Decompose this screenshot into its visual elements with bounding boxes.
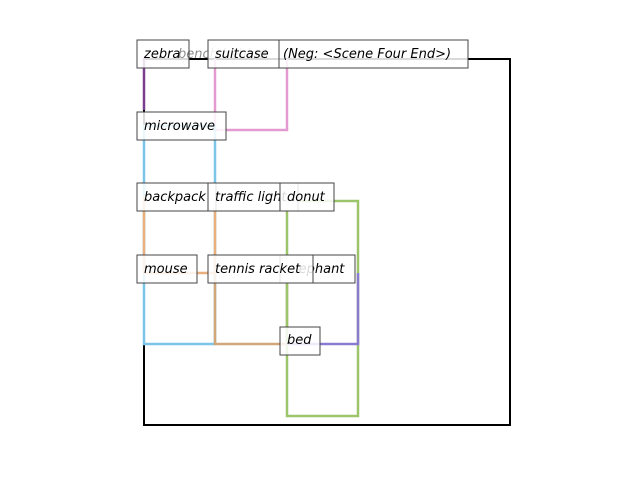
svg-text:traffic light: traffic light — [215, 190, 287, 205]
svg-text:microwave: microwave — [144, 119, 215, 134]
label-donut: donut — [279, 182, 335, 212]
label-tennis-racket: tennis racket — [207, 254, 314, 284]
label-backpack: backpack — [136, 182, 217, 212]
label-suitcase: suitcase — [207, 39, 280, 69]
label-zebra: zebra — [136, 39, 190, 69]
path-pink — [213, 59, 289, 132]
label-mouse: mouse — [136, 254, 198, 284]
svg-text:donut: donut — [287, 190, 326, 205]
svg-text:mouse: mouse — [144, 262, 188, 277]
svg-text:(Neg: <Scene Four End>): (Neg: <Scene Four End>) — [283, 47, 451, 62]
svg-text:suitcase: suitcase — [215, 47, 269, 62]
path-green — [285, 199, 360, 418]
svg-text:tennis racket: tennis racket — [215, 262, 301, 277]
svg-text:bed: bed — [287, 333, 312, 348]
path-tan — [213, 273, 289, 346]
svg-text:backpack: backpack — [144, 190, 206, 205]
label-microwave: microwave — [136, 111, 227, 141]
label-bed: bed — [279, 326, 321, 356]
path-blue — [142, 124, 217, 346]
label-neg-scene: (Neg: <Scene Four End>) — [278, 39, 469, 69]
svg-text:zebra: zebra — [143, 47, 180, 62]
